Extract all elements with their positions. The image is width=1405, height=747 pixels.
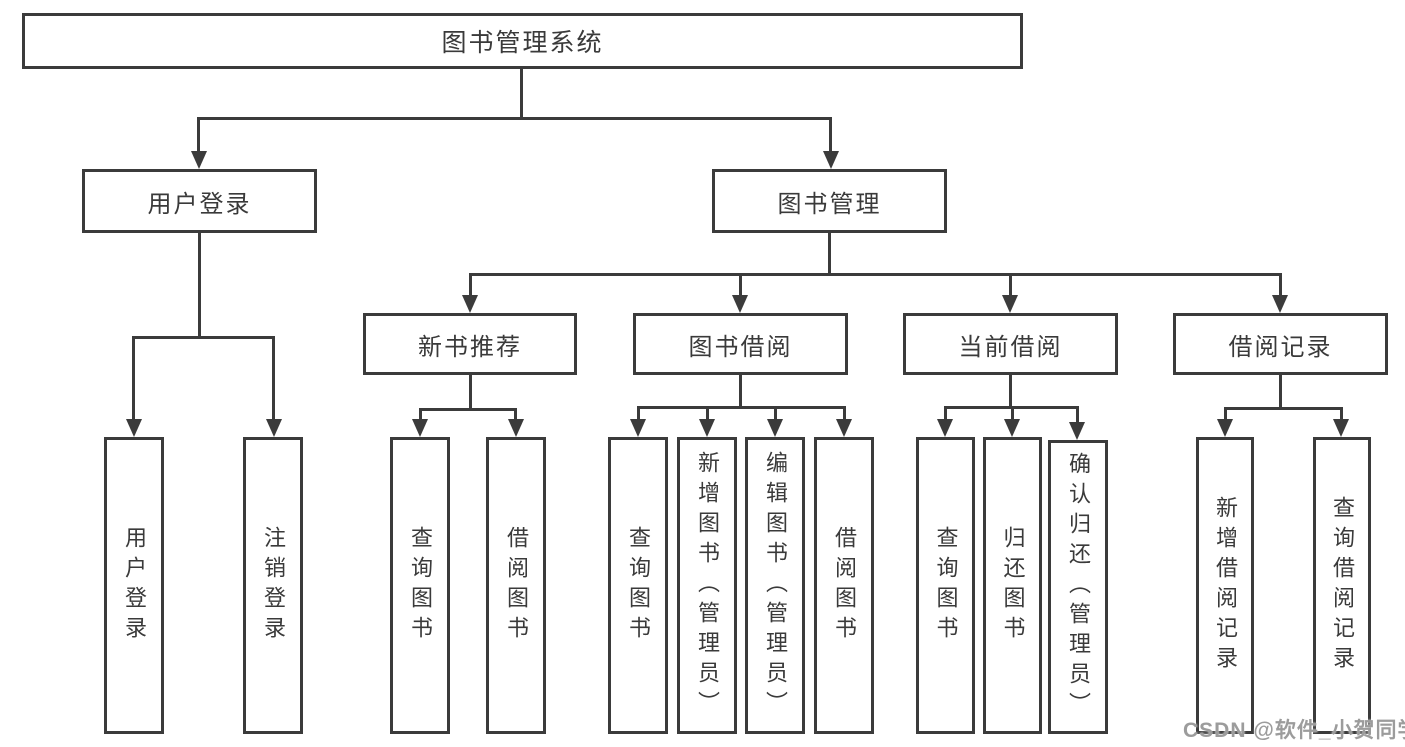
connector-drop-module bbox=[1009, 273, 1012, 297]
connector-user-login-rail bbox=[132, 336, 275, 339]
leaf-borrow-book-1: 借阅图书 bbox=[486, 437, 546, 734]
node-label: 当前借阅 bbox=[958, 333, 1063, 361]
connector-drop-leaf bbox=[514, 408, 517, 421]
connector-book-mgmt-stem bbox=[828, 233, 831, 273]
leaf-confirm-return-admin: 确认归还（管理员） bbox=[1048, 440, 1108, 734]
node-label: 查询借阅记录 bbox=[1330, 495, 1355, 676]
node-label: 查询图书 bbox=[626, 525, 651, 646]
node-borrow-record: 借阅记录 bbox=[1173, 313, 1388, 375]
leaf-query-borrow-record: 查询借阅记录 bbox=[1313, 437, 1371, 734]
node-label: 新增借阅记录 bbox=[1213, 495, 1238, 676]
connector-new-book-stem bbox=[469, 375, 472, 408]
arrow-down-icon bbox=[1217, 419, 1233, 437]
node-label: 图书管理 bbox=[777, 190, 882, 218]
leaf-borrow-book-2: 借阅图书 bbox=[814, 437, 874, 734]
leaf-add-book-admin: 新增图书（管理员） bbox=[677, 437, 737, 734]
arrow-down-icon bbox=[937, 419, 953, 437]
arrow-down-icon bbox=[266, 419, 282, 437]
node-label: 归还图书 bbox=[1000, 525, 1026, 646]
connector-drop-leaf bbox=[272, 336, 275, 419]
arrow-down-icon bbox=[508, 419, 524, 437]
csdn-watermark: CSDN @软件_小贺同学 bbox=[1183, 719, 1405, 742]
connector-drop-leaf bbox=[843, 406, 846, 421]
connector-root-stem bbox=[520, 69, 523, 117]
node-label: 借阅图书 bbox=[504, 525, 529, 646]
connector-book-borrow-rail bbox=[637, 406, 845, 409]
connector-user-login-stem bbox=[198, 233, 201, 336]
connector-new-book-rail bbox=[419, 408, 517, 411]
connector-drop-leaf bbox=[1011, 406, 1014, 421]
connector-drop-module bbox=[1279, 273, 1282, 297]
leaf-edit-book-admin: 编辑图书（管理员） bbox=[745, 437, 805, 734]
arrow-down-icon bbox=[462, 295, 478, 313]
leaf-query-book-1: 查询图书 bbox=[390, 437, 450, 734]
node-label: 借阅记录 bbox=[1228, 333, 1333, 361]
connector-book-borrow-stem bbox=[739, 375, 742, 406]
connector-drop-leaf bbox=[706, 406, 709, 421]
arrow-down-icon bbox=[1004, 419, 1020, 437]
connector-drop-leaf bbox=[774, 406, 777, 421]
leaf-logout: 注销登录 bbox=[243, 437, 303, 734]
node-label: 查询图书 bbox=[933, 525, 959, 646]
leaf-return-book: 归还图书 bbox=[983, 437, 1042, 734]
connector-drop-leaf bbox=[944, 406, 947, 421]
arrow-down-icon bbox=[1272, 295, 1288, 313]
node-new-book-recommend: 新书推荐 bbox=[363, 313, 577, 375]
node-label: 用户登录 bbox=[122, 525, 147, 646]
node-label: 确认归还（管理员） bbox=[1066, 452, 1091, 722]
arrow-down-icon bbox=[191, 151, 207, 169]
node-label: 图书管理系统 bbox=[441, 29, 604, 57]
arrow-down-icon bbox=[126, 419, 142, 437]
arrow-down-icon bbox=[1002, 295, 1018, 313]
connector-borrow-record-stem bbox=[1279, 375, 1282, 407]
node-library-system: 图书管理系统 bbox=[22, 13, 1023, 69]
connector-current-borrow-stem bbox=[1009, 375, 1012, 406]
node-label: 编辑图书（管理员） bbox=[763, 450, 788, 721]
node-label: 查询图书 bbox=[408, 525, 433, 646]
connector-drop-leaf bbox=[1076, 406, 1079, 424]
connector-book-mgmt-rail bbox=[469, 273, 1281, 276]
leaf-query-book-3: 查询图书 bbox=[916, 437, 975, 734]
node-label: 用户登录 bbox=[147, 190, 252, 218]
arrow-down-icon bbox=[732, 295, 748, 313]
node-current-borrow: 当前借阅 bbox=[903, 313, 1118, 375]
leaf-query-book-2: 查询图书 bbox=[608, 437, 668, 734]
leaf-user-login: 用户登录 bbox=[104, 437, 164, 734]
arrow-down-icon bbox=[699, 419, 715, 437]
connector-drop-book-mgmt bbox=[829, 117, 832, 153]
node-label: 新增图书（管理员） bbox=[695, 450, 720, 721]
connector-borrow-record-rail bbox=[1224, 407, 1343, 410]
connector-drop-module bbox=[739, 273, 742, 297]
node-book-borrow: 图书借阅 bbox=[633, 313, 848, 375]
connector-drop-leaf bbox=[1340, 407, 1343, 421]
connector-drop-leaf bbox=[132, 336, 135, 419]
arrow-down-icon bbox=[836, 419, 852, 437]
node-label: 注销登录 bbox=[261, 525, 286, 646]
arrow-down-icon bbox=[1069, 422, 1085, 440]
node-label: 图书借阅 bbox=[688, 333, 793, 361]
connector-drop-leaf bbox=[419, 408, 422, 421]
node-label: 借阅图书 bbox=[832, 525, 857, 646]
connector-drop-module bbox=[469, 273, 472, 297]
leaf-add-borrow-record: 新增借阅记录 bbox=[1196, 437, 1254, 734]
arrow-down-icon bbox=[1333, 419, 1349, 437]
node-book-management: 图书管理 bbox=[712, 169, 947, 233]
node-user-login: 用户登录 bbox=[82, 169, 317, 233]
arrow-down-icon bbox=[630, 419, 646, 437]
arrow-down-icon bbox=[767, 419, 783, 437]
connector-drop-leaf bbox=[637, 406, 640, 421]
arrow-down-icon bbox=[823, 151, 839, 169]
node-label: 新书推荐 bbox=[418, 333, 522, 361]
connector-drop-user-login bbox=[197, 117, 200, 153]
connector-root-rail bbox=[197, 117, 832, 120]
connector-drop-leaf bbox=[1224, 407, 1227, 421]
arrow-down-icon bbox=[412, 419, 428, 437]
